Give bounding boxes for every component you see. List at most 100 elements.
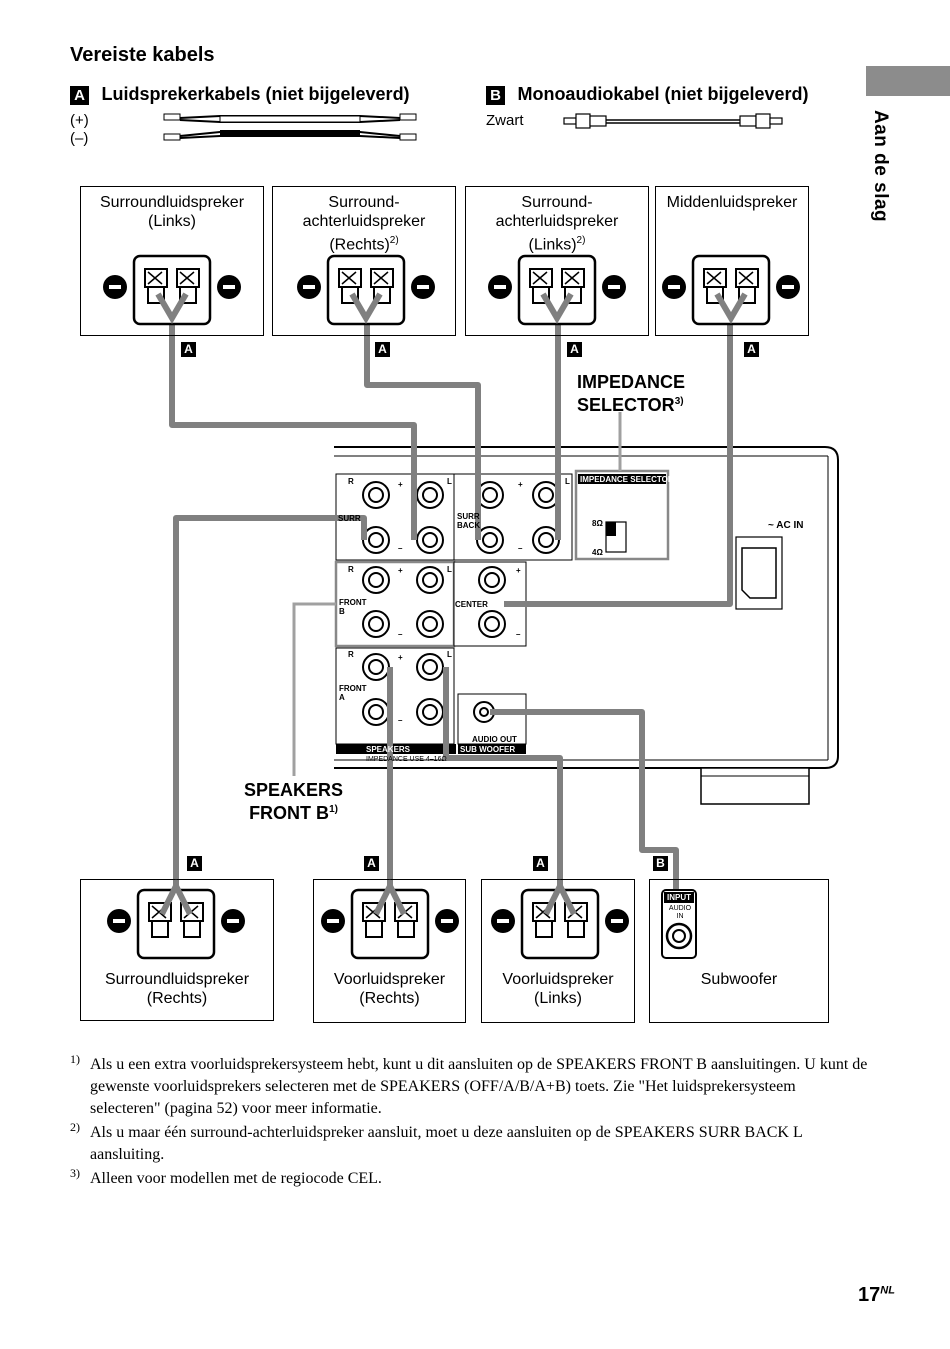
speaker-box-front-left: Voorluidspreker (Links) [481, 879, 635, 1023]
footnote-text: Als u maar één surround-achterluidspreke… [90, 1124, 803, 1163]
footnote-ref: 3) [674, 396, 684, 407]
panel-4-ohm-label: 4Ω [592, 548, 603, 557]
cable-badge-center: A [744, 342, 759, 357]
footnote-number: 1) [70, 1052, 80, 1066]
speaker-label-line1: Voorluidspreker [502, 971, 614, 988]
panel-minus-label-2: – [518, 544, 523, 553]
speaker-label-line2: achterluidspreker [302, 213, 426, 230]
speaker-label-line2: (Rechts) [146, 990, 208, 1007]
panel-r-label-3: R [348, 650, 354, 659]
speaker-label-line3: (Links) [528, 236, 577, 254]
panel-l-label-2: L [565, 477, 570, 486]
footnote-ref: 2) [389, 235, 399, 246]
speaker-box-surround-back-left: Surround- achterluidspreker (Links)2) [465, 186, 649, 336]
speaker-label-line1: Subwoofer [700, 971, 778, 988]
footnote-text: Als u een extra voorluidsprekersysteem h… [90, 1056, 868, 1117]
panel-plus-label-5: + [398, 653, 403, 662]
cable-badge-front-left: A [533, 856, 548, 871]
footnote-ref: 2) [576, 235, 586, 246]
mono-audio-cable-illustration [563, 113, 783, 129]
panel-plus-label-1: + [398, 480, 403, 489]
speaker-label-line2: (Links) [147, 213, 196, 230]
cable-badge-surround-left: A [181, 342, 196, 357]
speaker-label-line2: achterluidspreker [495, 213, 619, 230]
speaker-box-surround-right: Surroundluidspreker (Rechts) [80, 879, 274, 1021]
cable-a-minus: (–) [70, 130, 89, 147]
speakers-front-b-callout: SPEAKERS FRONT B1) [244, 780, 343, 823]
panel-plus-label-4: + [516, 566, 521, 575]
speaker-label-line1: Surroundluidspreker [99, 194, 245, 211]
speaker-box-subwoofer: Subwoofer [649, 879, 829, 1023]
footnote-number: 2) [70, 1120, 80, 1134]
cable-a-title: Luidsprekerkabels (niet bijgeleverd) [101, 84, 410, 104]
speaker-label-line1: Middenluidspreker [666, 194, 798, 211]
panel-speakers-label: SPEAKERS [366, 745, 411, 754]
page-number: 17NL [858, 1284, 895, 1307]
footnote-text: Alleen voor modellen met de regiocode CE… [90, 1170, 382, 1187]
cable-b-heading: B Monoaudiokabel (niet bijgeleverd) [486, 84, 809, 105]
panel-l-label-1: L [447, 477, 452, 486]
cable-b-color-label: Zwart [486, 112, 524, 129]
side-tab-label: Aan de slag [870, 110, 891, 223]
page-number-suffix: NL [880, 1284, 895, 1297]
panel-plus-label-2: + [518, 480, 523, 489]
footnote: 2) Als u maar één surround-achterluidspr… [70, 1120, 870, 1166]
subwoofer-audio-in-label: AUDIO IN [668, 905, 692, 920]
speaker-box-surround-back-right: Surround- achterluidspreker (Rechts)2) [272, 186, 456, 336]
panel-ac-in-label: ~ AC IN [768, 520, 804, 531]
panel-8-ohm-label: 8Ω [592, 519, 603, 528]
panel-l-label-4: L [447, 650, 452, 659]
panel-impedance-selector-label: IMPEDANCE SELECTOR [580, 475, 674, 484]
cable-badge-front-right: A [364, 856, 379, 871]
speaker-cable-illustration [163, 113, 417, 141]
footnotes: 1) Als u een extra voorluidsprekersystee… [70, 1052, 870, 1190]
receiver-rear-panel [334, 446, 839, 805]
panel-plus-label-3: + [398, 566, 403, 575]
impedance-callout-line1: IMPEDANCE [577, 372, 686, 392]
panel-sub-woofer-label: SUB WOOFER [460, 745, 516, 754]
speaker-label-line1: Voorluidspreker [333, 971, 446, 988]
speaker-label-line1: Surround- [328, 194, 400, 211]
panel-audio-out-label: AUDIO OUT [472, 735, 517, 744]
cable-b-title: Monoaudiokabel (niet bijgeleverd) [517, 84, 809, 104]
cable-badge-surround-back-right: A [375, 342, 390, 357]
speaker-box-center: Middenluidspreker [655, 186, 809, 336]
cable-a-badge: A [70, 86, 89, 105]
panel-minus-label-4: – [516, 630, 521, 639]
side-tab-marker [866, 66, 950, 96]
footnote: 3) Alleen voor modellen met de regiocode… [70, 1166, 870, 1190]
panel-minus-label-1: – [398, 544, 403, 553]
speaker-label-line1: Surround- [521, 194, 593, 211]
speaker-label-line2: (Links) [533, 990, 582, 1007]
panel-impedance-use-label: IMPEDANCE USE 4–16Ω [366, 756, 447, 763]
panel-surr-label: SURR [338, 514, 361, 523]
cable-b-badge: B [486, 86, 505, 105]
speaker-label-line2: (Rechts) [359, 990, 420, 1007]
panel-surr-back-label: SURR BACK [457, 512, 481, 530]
cable-a-plus: (+) [70, 112, 89, 129]
speaker-label-line1: Surroundluidspreker [104, 971, 250, 988]
cable-badge-surround-back-left: A [567, 342, 582, 357]
impedance-selector-callout: IMPEDANCE SELECTOR3) [577, 372, 685, 415]
cable-badge-subwoofer: B [653, 856, 668, 871]
cable-a-heading: A Luidsprekerkabels (niet bijgeleverd) [70, 84, 410, 105]
cable-badge-surround-right: A [187, 856, 202, 871]
panel-minus-label-5: – [398, 716, 403, 725]
speaker-box-surround-left: Surroundluidspreker (Links) [80, 186, 264, 336]
front-b-callout-line2: FRONT B [249, 803, 330, 823]
footnote-ref: 1) [329, 804, 338, 815]
speaker-label-line3: (Rechts) [329, 236, 390, 254]
panel-front-b-label: FRONT B [339, 598, 367, 616]
panel-l-label-3: L [447, 565, 452, 574]
footnote-number: 3) [70, 1166, 80, 1180]
impedance-callout-line2: SELECTOR [577, 395, 675, 415]
page-heading: Vereiste kabels [70, 44, 215, 66]
panel-r-label-2: R [348, 565, 354, 574]
subwoofer-input-label: INPUT [667, 893, 691, 902]
panel-center-label: CENTER [455, 600, 488, 609]
front-b-callout-line1: SPEAKERS [244, 780, 344, 800]
page-number-value: 17 [858, 1284, 881, 1306]
panel-minus-label-3: – [398, 630, 403, 639]
speaker-box-front-right: Voorluidspreker (Rechts) [313, 879, 466, 1023]
